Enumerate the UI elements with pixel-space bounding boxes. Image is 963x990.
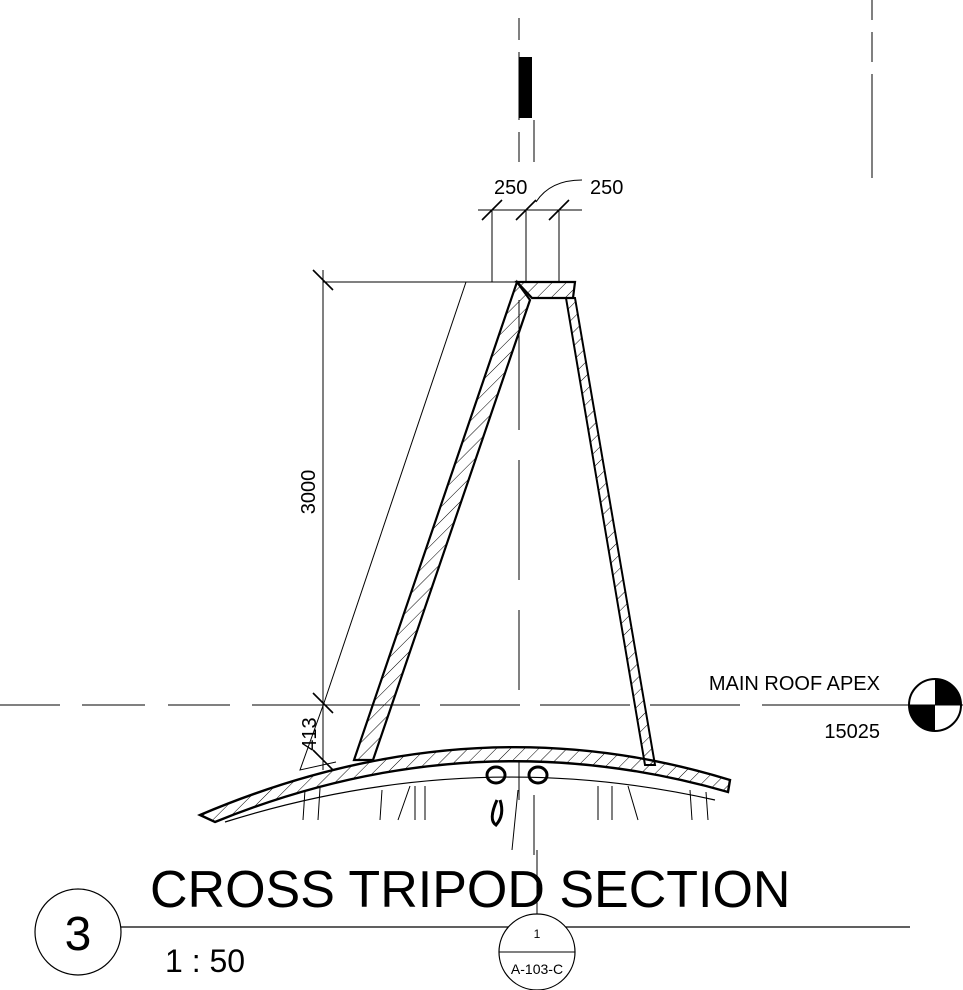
roof-slab xyxy=(197,745,732,824)
bolt-circles xyxy=(485,765,549,851)
level-marker xyxy=(900,678,963,732)
tripod-cap xyxy=(514,280,577,300)
view-scale: 1 : 50 xyxy=(165,943,245,979)
section-tag xyxy=(498,850,576,990)
view-number: 3 xyxy=(65,908,92,961)
dimension-label-3000: 3000 xyxy=(298,470,320,515)
view-title: CROSS TRIPOD SECTION xyxy=(150,861,790,919)
level-name: MAIN ROOF APEX xyxy=(709,673,880,695)
dimension-top xyxy=(478,179,583,282)
top-marker xyxy=(519,57,532,118)
dimension-vertical xyxy=(312,269,515,771)
dimension-label-left: 250 xyxy=(494,177,527,199)
tripod-leg-right xyxy=(564,297,657,766)
projection-outline xyxy=(299,281,517,771)
dimension-label-right: 250 xyxy=(590,177,623,199)
level-elevation: 15025 xyxy=(824,721,880,743)
roof-structure xyxy=(302,785,709,821)
section-tag-number: 1 xyxy=(534,927,541,941)
dimension-label-413: 413 xyxy=(299,717,321,750)
view-number-circle xyxy=(34,888,122,976)
section-tag-sheet: A-103-C xyxy=(511,961,563,977)
centerline xyxy=(518,18,535,855)
